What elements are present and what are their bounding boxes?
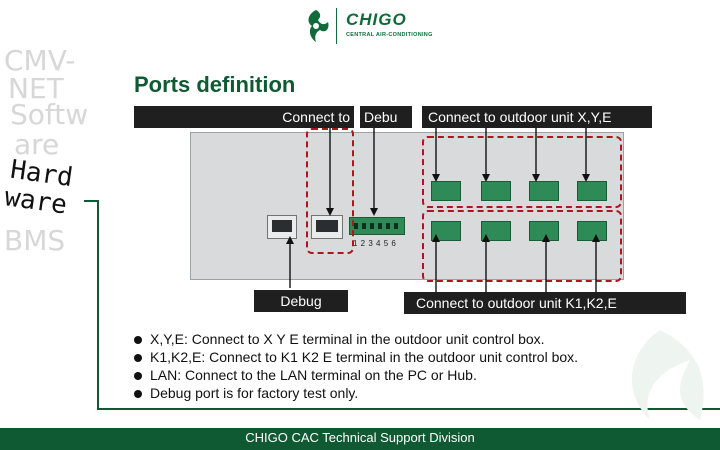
label-debug-top: Debu: [360, 106, 412, 128]
bullet-dot-icon: [134, 372, 142, 380]
sidebar-connector-vertical: [97, 200, 99, 410]
xye-terminal-1[interactable]: [431, 181, 461, 201]
brand-separator: [336, 8, 337, 44]
bullet-dot-icon: [134, 354, 142, 362]
rj45-port-lan[interactable]: [311, 215, 343, 239]
footer-text: CHIGO CAC Technical Support Division: [245, 430, 475, 445]
footer-bar: [0, 428, 720, 450]
label-debug-bottom: Debug: [254, 290, 348, 312]
body-underline: [97, 408, 720, 410]
bullet-item-debug: Debug port is for factory test only.: [134, 385, 359, 401]
bullet-text: X,Y,E: Connect to X Y E terminal in the …: [150, 331, 545, 347]
sidebar-ghost-cmvnet: CMV-: [4, 44, 76, 77]
chigo-logo-icon: [308, 10, 329, 42]
brand-subtitle: CENTRAL AIR-CONDITIONING: [346, 32, 433, 38]
bullet-text: LAN: Connect to the LAN terminal on the …: [150, 367, 477, 383]
sidebar-ghost-are: are: [14, 128, 60, 161]
label-lan-top: Connect to: [134, 106, 354, 128]
rj45-port-debug[interactable]: [267, 215, 297, 239]
terminal-numbers: 1 2 3 4 5 6: [353, 239, 397, 248]
label-k1k2e-bottom: Connect to outdoor unit K1,K2,E: [404, 292, 686, 314]
debug-terminal-block[interactable]: [349, 217, 405, 235]
label-xye-top: Connect to outdoor unit X,Y,E: [422, 106, 652, 128]
highlight-k1k2e-terminals: [422, 210, 622, 282]
k1k2e-terminal-2[interactable]: [481, 221, 511, 241]
decorative-leaf-icon: [631, 330, 704, 420]
bullet-text: Debug port is for factory test only.: [150, 385, 359, 401]
highlight-xye-terminals: [422, 136, 622, 208]
bullet-item-k1k2e: K1,K2,E: Connect to K1 K2 E terminal in …: [134, 349, 579, 365]
bullet-item-xye: X,Y,E: Connect to X Y E terminal in the …: [134, 331, 545, 347]
xye-terminal-2[interactable]: [481, 181, 511, 201]
bullet-dot-icon: [134, 336, 142, 344]
header-brand: CHIGO CENTRAL AIR-CONDITIONING: [0, 0, 720, 52]
bullet-text: K1,K2,E: Connect to K1 K2 E terminal in …: [150, 349, 579, 365]
xye-terminal-4[interactable]: [577, 181, 607, 201]
bullet-dot-icon: [134, 390, 142, 398]
sidebar-ghost-bms: BMS: [4, 224, 66, 257]
brand-name: CHIGO: [346, 10, 407, 29]
k1k2e-terminal-1[interactable]: [431, 221, 461, 241]
k1k2e-terminal-4[interactable]: [577, 221, 607, 241]
sidebar-ghost-software: Softw: [10, 98, 89, 131]
xye-terminal-3[interactable]: [529, 181, 559, 201]
sidebar-ghost-net: NET: [8, 72, 64, 105]
bullet-item-lan: LAN: Connect to the LAN terminal on the …: [134, 367, 477, 383]
sidebar-connector-line: [84, 200, 98, 202]
page-title: Ports definition: [134, 72, 296, 97]
